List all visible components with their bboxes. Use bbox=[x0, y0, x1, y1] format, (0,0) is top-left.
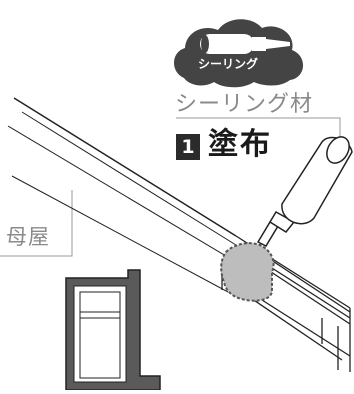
step-title: 塗布 bbox=[208, 127, 272, 162]
tool-badge-label: シーリング bbox=[198, 57, 259, 71]
profile-cross-section bbox=[65, 269, 161, 391]
beam-leader-line bbox=[0, 190, 73, 257]
step-number-badge: 1 bbox=[176, 134, 200, 160]
sealant-bead bbox=[220, 242, 275, 302]
beam-label: 母屋 bbox=[6, 225, 50, 249]
beam-lines bbox=[7, 97, 237, 293]
sealant-tube-icon bbox=[200, 34, 290, 54]
tool-badge bbox=[173, 19, 304, 88]
sealant-material-label: シーリング材 bbox=[175, 92, 314, 117]
caulking-gun bbox=[256, 136, 353, 247]
